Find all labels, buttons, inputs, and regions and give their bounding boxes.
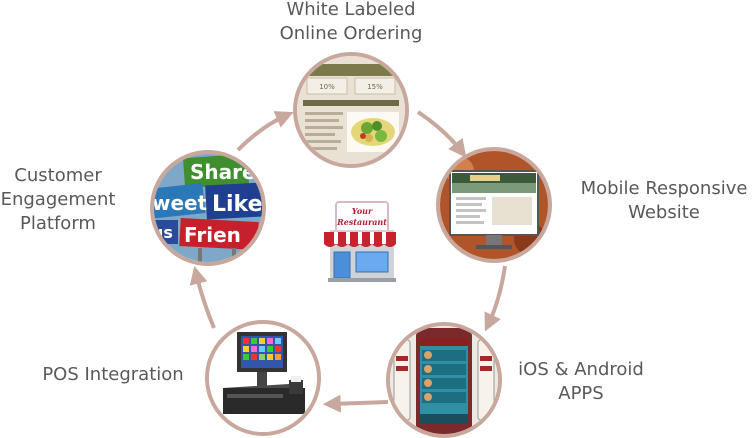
restaurant-sign-line2: Restaurant [336, 217, 387, 227]
pos-label-line1: POS Integration [42, 364, 184, 385]
restaurant-sign-line1: Your [352, 206, 373, 216]
promo-text-1: 10% [319, 83, 335, 91]
mobile-apps-label-line1: iOS & Android [518, 359, 644, 380]
social-word-share: Share [190, 160, 256, 184]
arrow-apps-to-pos [322, 394, 389, 413]
promo-text-2: 15% [367, 83, 383, 91]
online-ordering-label-line2: Online Ordering [279, 23, 423, 44]
social-word-tweet: weet [154, 191, 208, 215]
mobile-apps-image [386, 322, 502, 438]
mobile-apps-label-line2: APPS [558, 383, 604, 404]
mobile-apps-label: iOS & Android APPS [508, 358, 654, 406]
online-ordering-image: 10% 15% [293, 52, 409, 168]
engagement-label-line2: Engagement [0, 189, 116, 210]
mobile-website-label: Mobile Responsive Website [574, 177, 752, 225]
restaurant-icon: Your Restaurant [324, 201, 396, 282]
arrow-website-to-apps [484, 265, 507, 332]
pos-image [205, 320, 321, 436]
pos-label: POS Integration [28, 363, 198, 387]
online-ordering-label-line1: White Labeled [286, 0, 416, 20]
engagement-label-line3: Platform [20, 213, 96, 234]
arrow-ordering-to-website [416, 110, 467, 158]
engagement-image: Share weet Like us Frien [150, 150, 266, 266]
mobile-website-label-line1: Mobile Responsive [580, 178, 748, 199]
social-word-friends: Frien [184, 223, 241, 247]
arrow-pos-to-engagement [189, 266, 216, 329]
online-ordering-label: White Labeled Online Ordering [270, 0, 432, 46]
social-word-like: Like [212, 192, 262, 217]
arrow-engagement-to-ordering [236, 111, 294, 152]
engagement-label: Customer Engagement Platform [0, 164, 118, 236]
mobile-website-label-line2: Website [628, 202, 700, 223]
engagement-label-line1: Customer [14, 165, 102, 186]
mobile-website-image [436, 147, 552, 263]
